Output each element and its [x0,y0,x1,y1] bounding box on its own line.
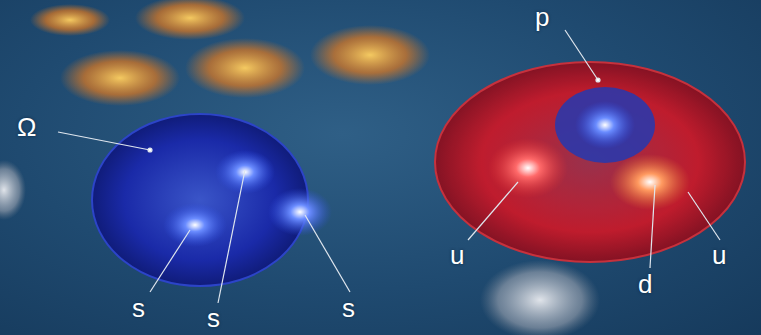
quark-label: d [638,271,652,297]
quark-label: s [207,305,220,331]
particle-label: Ω [17,114,36,140]
quark-label: s [132,295,145,321]
omega-baryon: Ω [92,114,308,286]
proton: p [435,62,745,262]
quark-label: u [450,242,464,268]
quark-label: u [712,242,726,268]
quark-label: s [342,295,355,321]
particle-label: p [535,4,549,30]
